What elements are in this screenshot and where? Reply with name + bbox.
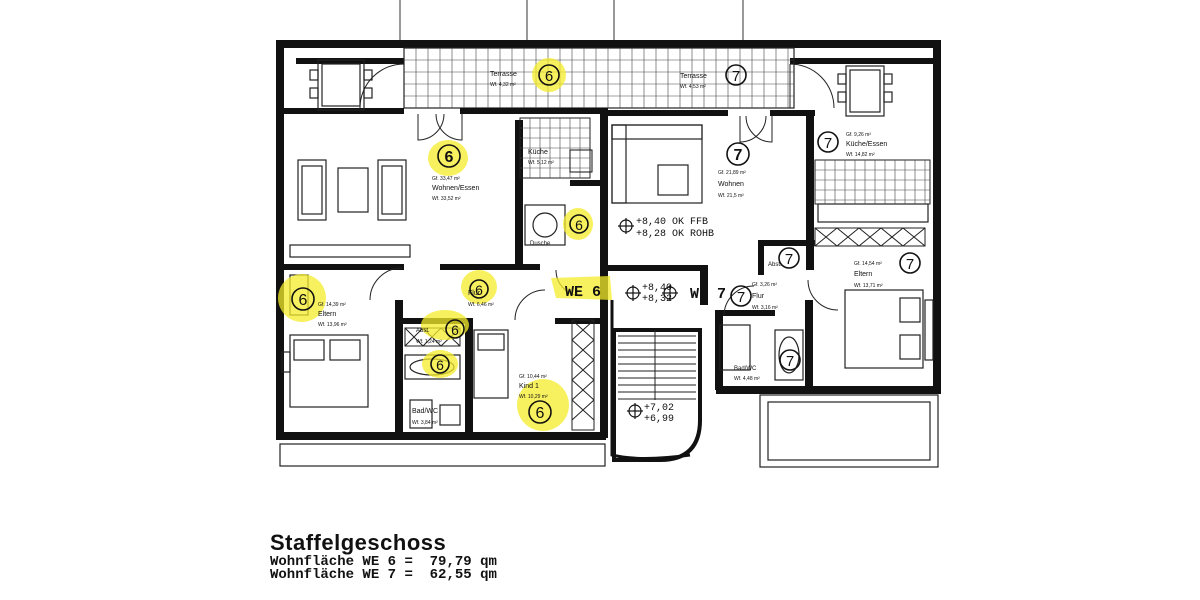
area-unit: WE 7 xyxy=(362,567,397,583)
area-row-we6: Wohnfläche WE 6 = 79,79 qm xyxy=(270,554,497,570)
label-terrace6: Terrasse xyxy=(490,71,517,78)
label-terrace7: Terrasse xyxy=(680,73,707,80)
area-terrace7: Wf. 4,53 m² xyxy=(680,84,706,90)
marker-living6: 6 xyxy=(445,149,454,166)
area-row-we7: Wohnfläche WE 7 = 62,55 qm xyxy=(270,567,497,583)
area-kitchen6: Wf. 5,12 m² xyxy=(528,160,554,166)
marker-storage6: 6 xyxy=(451,322,459,338)
gf-parents6: Gf. 14,39 m² xyxy=(318,302,346,308)
area-eq: = xyxy=(404,567,413,583)
marker-hall6: 6 xyxy=(475,282,483,298)
level-ok-ffb: +8,40 OK FFB xyxy=(636,217,708,228)
marker-child6: 6 xyxy=(536,405,545,422)
level-landing-bot: +8,32 xyxy=(642,294,672,305)
area-bath6: Wf. 3,84 m² xyxy=(412,420,438,426)
label-kitchen7: Küche/Essen xyxy=(846,141,887,148)
area-unit: WE 6 xyxy=(362,554,397,570)
marker-terrace7: 7 xyxy=(732,68,740,85)
marker-parents7: 7 xyxy=(906,256,914,273)
gf-child6: Gf. 10,44 m² xyxy=(519,374,547,380)
marker-shower6: 6 xyxy=(575,217,583,233)
label-storage6: Abst. xyxy=(416,328,430,334)
wf-parents7: Wf. 13,71 m² xyxy=(854,283,883,289)
label-storage7: Abst. xyxy=(768,262,782,268)
label-shower6: Dusche xyxy=(530,241,551,247)
label-hall6: Flur xyxy=(468,290,481,297)
marker-bath7: 7 xyxy=(786,353,794,370)
level-stair-top: +7,02 xyxy=(644,403,674,414)
wf-hall7: Wf. 3,16 m² xyxy=(752,305,778,311)
label-parents6: Eltern xyxy=(318,311,336,318)
wf-parents6: Wf. 13,96 m² xyxy=(318,322,347,328)
marker-hall7: 7 xyxy=(737,289,745,306)
area-terrace6: Wf. 4,32 m² xyxy=(490,82,516,88)
level-markers xyxy=(618,218,678,419)
furniture-we6 xyxy=(281,59,566,429)
gf-hall7: Gf. 3,26 m² xyxy=(752,282,777,288)
marker-parents6: 6 xyxy=(299,292,308,309)
area-summary: Staffelgeschoss Wohnfläche WE 6 = 79,79 … xyxy=(270,530,497,582)
gf-kitchen7: Gf. 9,26 m² xyxy=(846,132,871,138)
label-parents7: Eltern xyxy=(854,271,872,278)
area-eq: = xyxy=(404,554,413,570)
area-bath7: Wf. 4,48 m² xyxy=(734,376,760,382)
marker-kitchen7: 7 xyxy=(824,135,832,152)
kitchen-we7 xyxy=(814,159,931,205)
label-living7: Wohnen xyxy=(718,181,744,188)
outer-walls xyxy=(276,40,941,440)
unit-numbers: 6 7 6 7 7 6 6 6 6 6 6 7 7 7 7 WE 6 WE 7 xyxy=(299,68,915,422)
label-living6: Wohnen/Essen xyxy=(432,185,479,192)
area-label: Wohnfläche xyxy=(270,554,355,570)
plan-title: Staffelgeschoss xyxy=(270,530,447,555)
level-ok-rohb: +8,28 OK ROHB xyxy=(636,229,714,240)
wf-living6: Wf. 33,52 m² xyxy=(432,196,461,202)
gf-parents7: Gf. 14,54 m² xyxy=(854,261,882,267)
kitchen-we6 xyxy=(519,117,593,179)
room-labels: Terrasse Wf. 4,32 m² Terrasse Wf. 4,53 m… xyxy=(318,71,887,426)
label-kitchen6: Küche xyxy=(528,149,548,156)
level-stair-bot: +6,99 xyxy=(644,414,674,425)
wf-kitchen7: Wf. 14,82 m² xyxy=(846,152,875,158)
label-bath7: Bad/WC xyxy=(734,366,757,372)
area-hall6: Wf. 6,46 m² xyxy=(468,302,494,308)
balconies xyxy=(279,394,939,468)
marker-living7: 7 xyxy=(734,147,743,164)
label-child6: Kind 1 xyxy=(519,383,539,390)
gf-living6: Gf. 33,47 m² xyxy=(432,176,460,182)
marker-terrace6: 6 xyxy=(545,68,553,85)
wf-living7: Wf. 21,5 m² xyxy=(718,193,744,199)
staircase xyxy=(610,300,702,462)
unit-label-we6: WE 6 xyxy=(565,284,601,301)
marker-storage7: 7 xyxy=(785,251,793,268)
area-storage6: Wf. 1,24 m² xyxy=(416,339,442,345)
label-bath6: Bad/WC xyxy=(412,408,438,415)
wf-child6: Wf. 10,29 m² xyxy=(519,394,548,400)
area-qm: qm xyxy=(480,554,497,570)
area-label: Wohnfläche xyxy=(270,567,355,583)
area-value: 79,79 xyxy=(429,554,472,570)
roof-lines xyxy=(399,0,744,40)
unit-marker-circles xyxy=(291,64,921,424)
label-hall7: Flur xyxy=(752,293,765,300)
area-qm: qm xyxy=(480,567,497,583)
level-landing-top: +8,40 xyxy=(642,283,672,294)
highlight-marks xyxy=(278,58,612,431)
marker-bath6: 6 xyxy=(436,357,444,373)
gf-living7: Gf. 21,89 m² xyxy=(718,170,746,176)
area-value: 62,55 xyxy=(429,567,472,583)
level-texts: +8,40 OK FFB +8,28 OK ROHB +8,40 +8,32 +… xyxy=(636,217,714,425)
unit-label-we7: WE 7 xyxy=(690,286,726,303)
